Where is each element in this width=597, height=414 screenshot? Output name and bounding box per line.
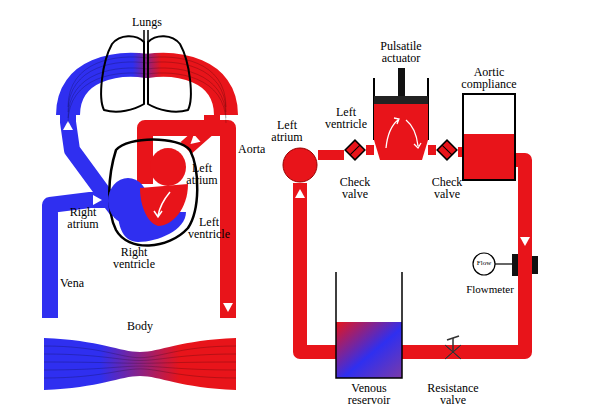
component-node: Aortic compliance — [462, 66, 516, 182]
node-label: Check valve — [425, 176, 469, 200]
node-shape — [282, 147, 318, 183]
flow-clamp — [532, 256, 538, 274]
tube-segment — [518, 252, 532, 302]
node-shape — [58, 18, 236, 115]
vessel-tube — [428, 145, 436, 155]
reservoir-fluid — [336, 322, 402, 378]
node-label: Resistance valve — [422, 382, 484, 406]
component-node: FlowFlowmeter — [470, 252, 542, 302]
piston-rod — [398, 68, 405, 96]
node-shape — [436, 138, 458, 162]
blood-level — [464, 134, 514, 179]
vessel-connector — [458, 152, 462, 153]
node-label: Flow — [473, 260, 495, 267]
body-capillary-band — [44, 338, 236, 390]
node-label: Pulsatile actuator — [361, 40, 441, 64]
vessel-connector — [295, 183, 336, 352]
component-node: Left ventricle — [140, 184, 188, 226]
node-shape — [150, 148, 186, 186]
node-label: Left atrium — [182, 162, 222, 186]
vessel-stripe — [44, 369, 236, 378]
vessel-tube — [464, 302, 525, 352]
vessel-tube — [318, 150, 344, 160]
valve-leaflet — [442, 145, 452, 155]
vessel-stripe — [44, 362, 236, 363]
vessel-connector — [402, 352, 442, 353]
piston-head — [374, 96, 428, 104]
flow-arrowhead — [93, 195, 102, 205]
node-label: Right atrium — [60, 206, 106, 230]
vessel-tube — [366, 145, 374, 155]
heart-chamber — [150, 148, 186, 186]
vessel-connector — [366, 150, 374, 151]
flow-arrow — [386, 118, 421, 148]
vessel-connector — [318, 155, 344, 156]
ventricle-chamber — [374, 104, 428, 160]
node-shape — [442, 340, 464, 364]
component-node: Body — [40, 318, 240, 392]
reservoir-wall — [336, 272, 402, 378]
lung-lobe — [101, 36, 144, 111]
component-node: Pulsatile actuator — [374, 40, 428, 104]
vessel-connector — [516, 160, 530, 252]
vessel-tube — [458, 147, 462, 157]
valve-leaflet — [350, 145, 360, 155]
vessel-connector — [50, 195, 108, 318]
flowmeter-dial — [473, 253, 495, 275]
node-label: Venous reservoir — [332, 382, 406, 406]
vessel-stripe — [44, 366, 236, 370]
node-shape — [374, 104, 428, 162]
flow-arrowhead — [295, 189, 305, 198]
flow-arrow — [154, 192, 170, 217]
lung-lobe — [148, 36, 191, 111]
vessel-tube — [50, 200, 108, 318]
vessel-label: Aorta — [238, 143, 265, 155]
node-label: Aortic compliance — [449, 66, 529, 90]
node-label: Left ventricle — [320, 106, 372, 130]
heart-chamber — [140, 184, 188, 226]
flow-clamp — [512, 254, 518, 276]
component-node: Check valve — [436, 138, 458, 162]
flow-arrowhead — [223, 303, 233, 312]
node-shape — [140, 184, 188, 226]
node-label: Flowmeter — [464, 284, 516, 295]
vessel-tube — [300, 183, 336, 352]
node-label: Check valve — [333, 176, 377, 200]
shape-part — [345, 140, 365, 160]
node-label: Right ventricle — [104, 246, 164, 270]
check-valve-symbol — [345, 140, 365, 160]
component-node: Venous reservoir — [336, 272, 402, 378]
node-label: Body — [40, 320, 240, 332]
component-node: Check valve — [344, 138, 366, 162]
vessel-label: Vena — [60, 277, 84, 289]
sensor-wire — [495, 263, 512, 264]
node-label: Lungs — [58, 16, 236, 28]
component-node: Resistance valve — [442, 340, 464, 364]
flow-arrowhead — [520, 237, 530, 246]
vessel-connector — [464, 302, 525, 352]
vessel-stripe — [44, 354, 236, 361]
check-valve-symbol — [437, 140, 457, 160]
valve-handle — [447, 336, 459, 340]
node-label: Left ventricle — [186, 216, 232, 240]
node-shape — [344, 138, 366, 162]
valve-stem — [452, 338, 454, 352]
vessel-tube — [402, 345, 442, 359]
node-label: Left atrium — [267, 119, 307, 143]
vessel-connector — [428, 150, 436, 151]
component-node: Left ventricle — [374, 104, 428, 162]
vessel-stripe — [44, 346, 236, 358]
component-node: Left atrium — [150, 148, 186, 186]
trachea — [144, 30, 148, 42]
component-node: Left atrium — [282, 147, 318, 183]
atrium-chamber — [283, 148, 317, 182]
shape-part — [437, 140, 457, 160]
compliance-chamber — [463, 94, 515, 180]
node-shape — [336, 272, 402, 378]
component-node: Lungs — [58, 18, 236, 115]
